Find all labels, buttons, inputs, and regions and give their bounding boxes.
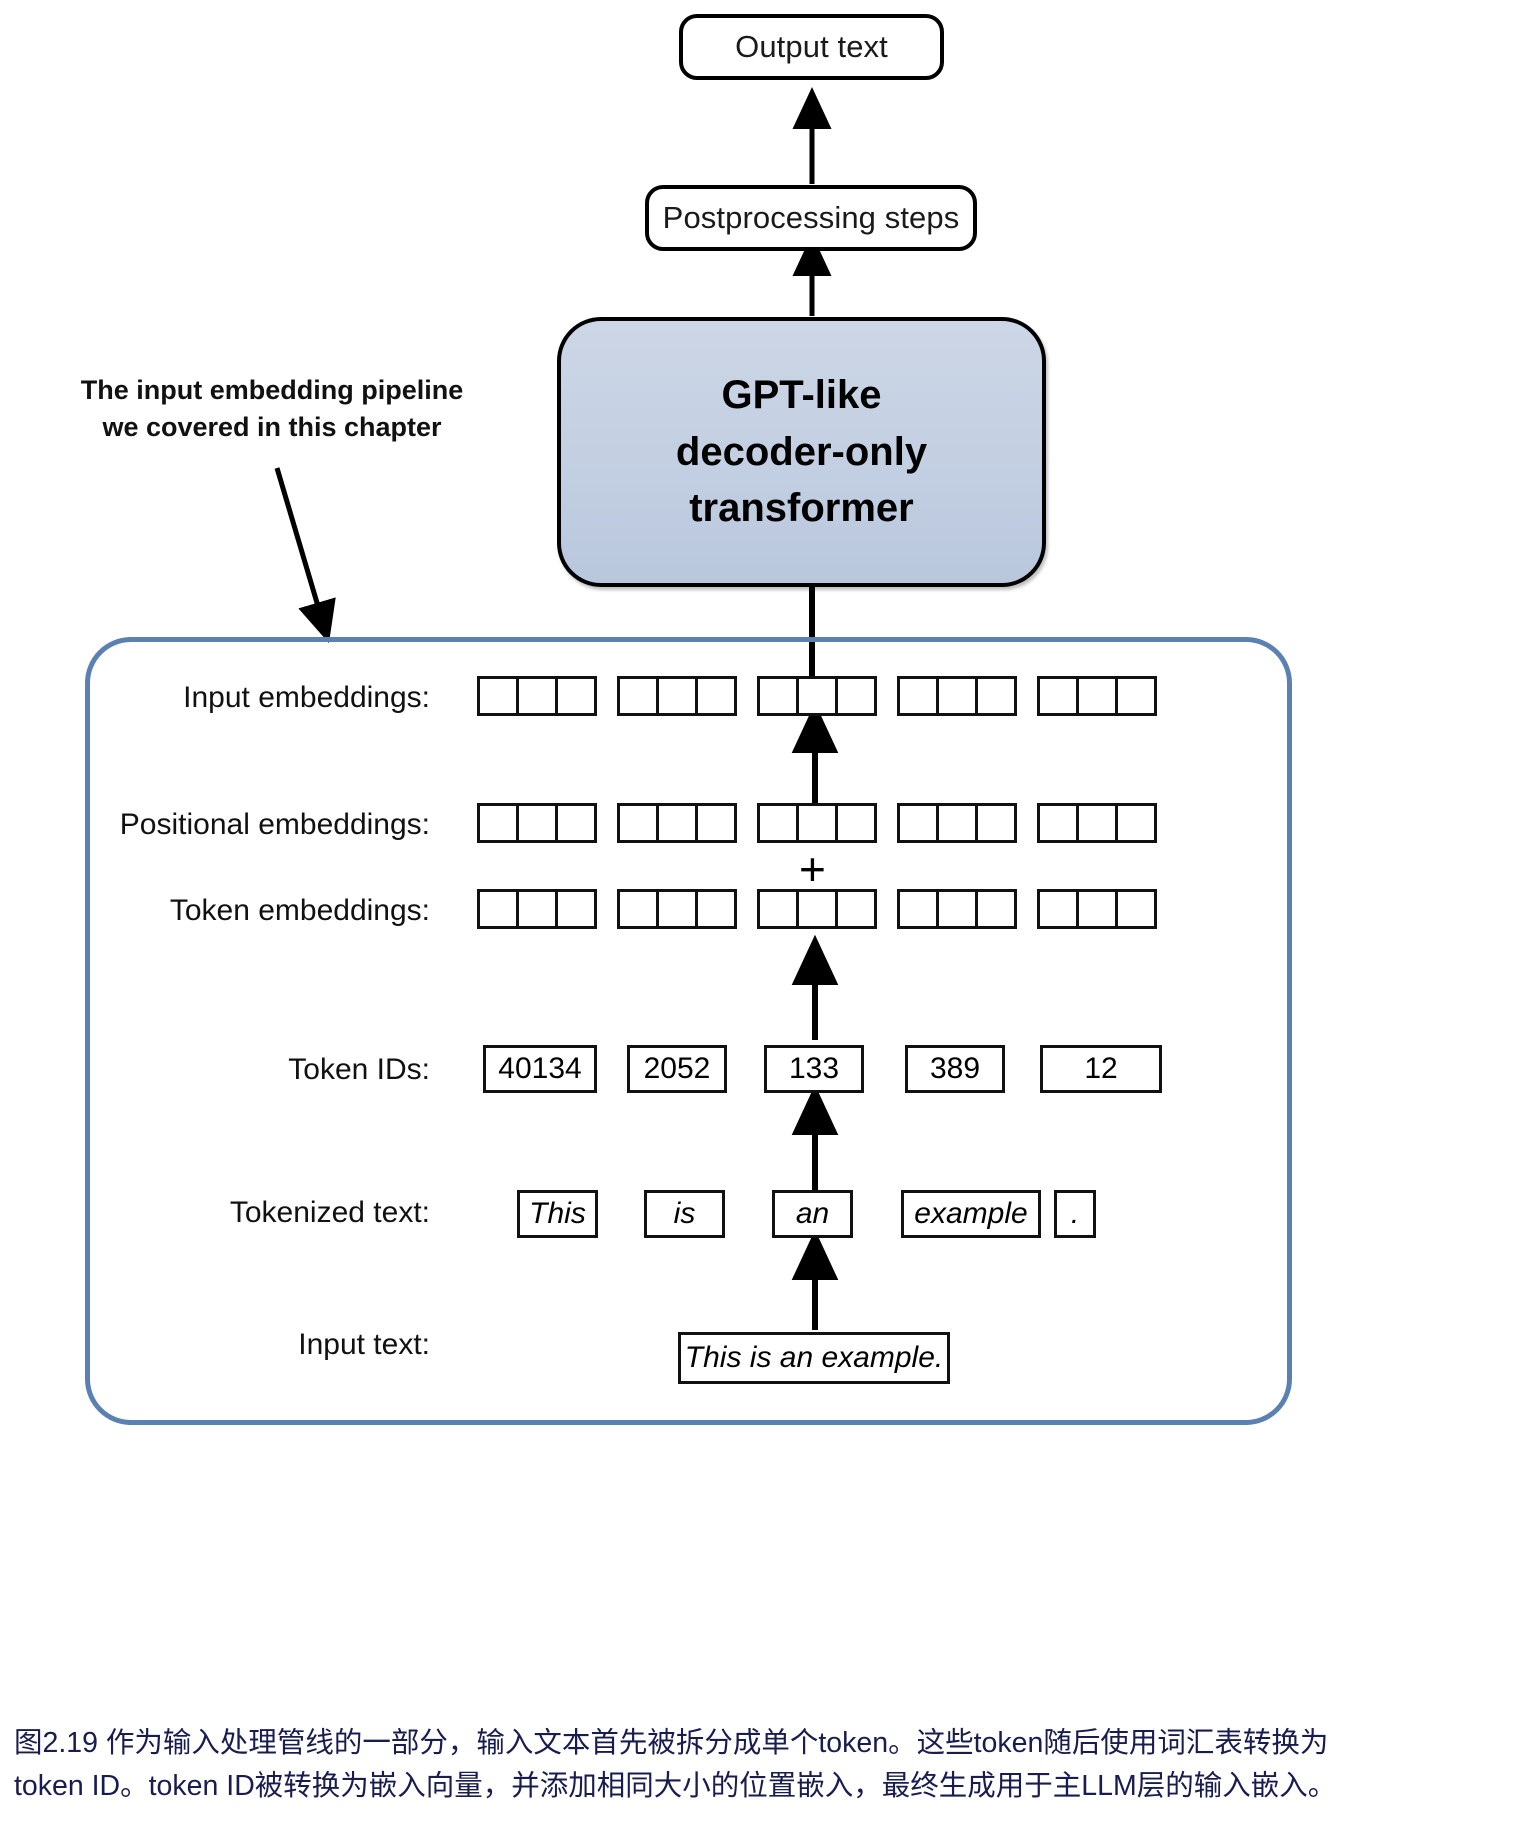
embedding-cell: [757, 889, 799, 929]
embedding-cell: [796, 889, 838, 929]
input-embeddings-group-2: [617, 676, 737, 716]
embedding-cell: [477, 803, 519, 843]
token-box-4: example: [901, 1190, 1041, 1238]
token-id-box-4: 389: [905, 1045, 1005, 1093]
embedding-cell: [835, 803, 877, 843]
token-box-5: .: [1054, 1190, 1096, 1238]
embedding-cell: [695, 803, 737, 843]
embedding-cell: [555, 676, 597, 716]
embedding-cell: [695, 676, 737, 716]
embedding-cell: [975, 889, 1017, 929]
embedding-cell: [936, 889, 978, 929]
embedding-cell: [897, 889, 939, 929]
pipeline-annotation: The input embedding pipeline we covered …: [80, 375, 464, 443]
gpt-transformer-box: GPT-like decoder-only transformer: [557, 317, 1046, 587]
embedding-cell: [897, 803, 939, 843]
token-id-box-3: 133: [764, 1045, 864, 1093]
embedding-cell: [936, 803, 978, 843]
embedding-cell: [835, 889, 877, 929]
row-label-token-embeddings: Token embeddings:: [169, 894, 430, 927]
token-embeddings-group-3: [757, 889, 877, 929]
embedding-cell: [835, 676, 877, 716]
embedding-cell: [757, 803, 799, 843]
row-label-positional-embeddings: Positional embeddings:: [119, 808, 430, 841]
positional-embeddings-group-4: [897, 803, 1017, 843]
token-embeddings-group-2: [617, 889, 737, 929]
row-label-input-text: Input text:: [298, 1328, 430, 1361]
token-box-2: is: [644, 1190, 725, 1238]
embedding-cell: [1115, 676, 1157, 716]
token-embeddings-group-4: [897, 889, 1017, 929]
token-embeddings-group-1: [477, 889, 597, 929]
embedding-cell: [1076, 889, 1118, 929]
embedding-cell: [555, 889, 597, 929]
embedding-cell: [516, 676, 558, 716]
row-label-input-embeddings: Input embeddings:: [183, 681, 430, 714]
embedding-cell: [1037, 676, 1079, 716]
embedding-cell: [897, 676, 939, 716]
embedding-cell: [975, 803, 1017, 843]
embedding-cell: [695, 889, 737, 929]
embedding-cell: [555, 803, 597, 843]
input-embeddings-group-1: [477, 676, 597, 716]
embedding-cell: [617, 803, 659, 843]
embedding-cell: [656, 889, 698, 929]
positional-embeddings-group-3: [757, 803, 877, 843]
embedding-cell: [516, 803, 558, 843]
postprocessing-steps-label: Postprocessing steps: [662, 200, 960, 235]
embedding-cell: [1076, 676, 1118, 716]
embedding-cell: [516, 889, 558, 929]
embedding-cell: [1076, 803, 1118, 843]
postprocessing-steps-box: Postprocessing steps: [645, 185, 977, 251]
token-box-1: This: [517, 1190, 598, 1238]
embedding-cell: [477, 889, 519, 929]
token-box-3: an: [772, 1190, 853, 1238]
input-embeddings-group-5: [1037, 676, 1157, 716]
input-embeddings-group-3: [757, 676, 877, 716]
figure-caption: 图2.19 作为输入处理管线的一部分，输入文本首先被拆分成单个token。这些t…: [14, 1727, 1337, 1803]
embedding-cell: [477, 676, 519, 716]
embedding-cell: [617, 889, 659, 929]
token-id-box-2: 2052: [627, 1045, 727, 1093]
embedding-cell: [1115, 803, 1157, 843]
positional-embeddings-group-1: [477, 803, 597, 843]
gpt-transformer-label: GPT-like decoder-only transformer: [675, 372, 928, 531]
embedding-cell: [975, 676, 1017, 716]
token-embeddings-group-5: [1037, 889, 1157, 929]
plus-icon: +: [799, 843, 826, 895]
token-id-box-1: 40134: [483, 1045, 597, 1093]
input-embeddings-group-4: [897, 676, 1017, 716]
output-text-box: Output text: [679, 14, 944, 80]
output-text-label: Output text: [735, 29, 888, 64]
embedding-cell: [1037, 889, 1079, 929]
embedding-cell: [656, 803, 698, 843]
embedding-cell: [936, 676, 978, 716]
row-label-tokenized-text: Tokenized text:: [229, 1196, 430, 1229]
input-embedding-pipeline-container: [85, 637, 1292, 1425]
positional-embeddings-group-5: [1037, 803, 1157, 843]
embedding-cell: [1037, 803, 1079, 843]
embedding-cell: [1115, 889, 1157, 929]
positional-embeddings-group-2: [617, 803, 737, 843]
arrow-annotation-to-pipeline: [274, 467, 336, 644]
token-id-box-5: 12: [1040, 1045, 1162, 1093]
embedding-cell: [656, 676, 698, 716]
embedding-cell: [617, 676, 659, 716]
embedding-cell: [796, 676, 838, 716]
embedding-cell: [757, 676, 799, 716]
embedding-cell: [796, 803, 838, 843]
row-label-token-ids: Token IDs:: [288, 1053, 430, 1086]
input-text-box: This is an example.: [678, 1332, 950, 1384]
